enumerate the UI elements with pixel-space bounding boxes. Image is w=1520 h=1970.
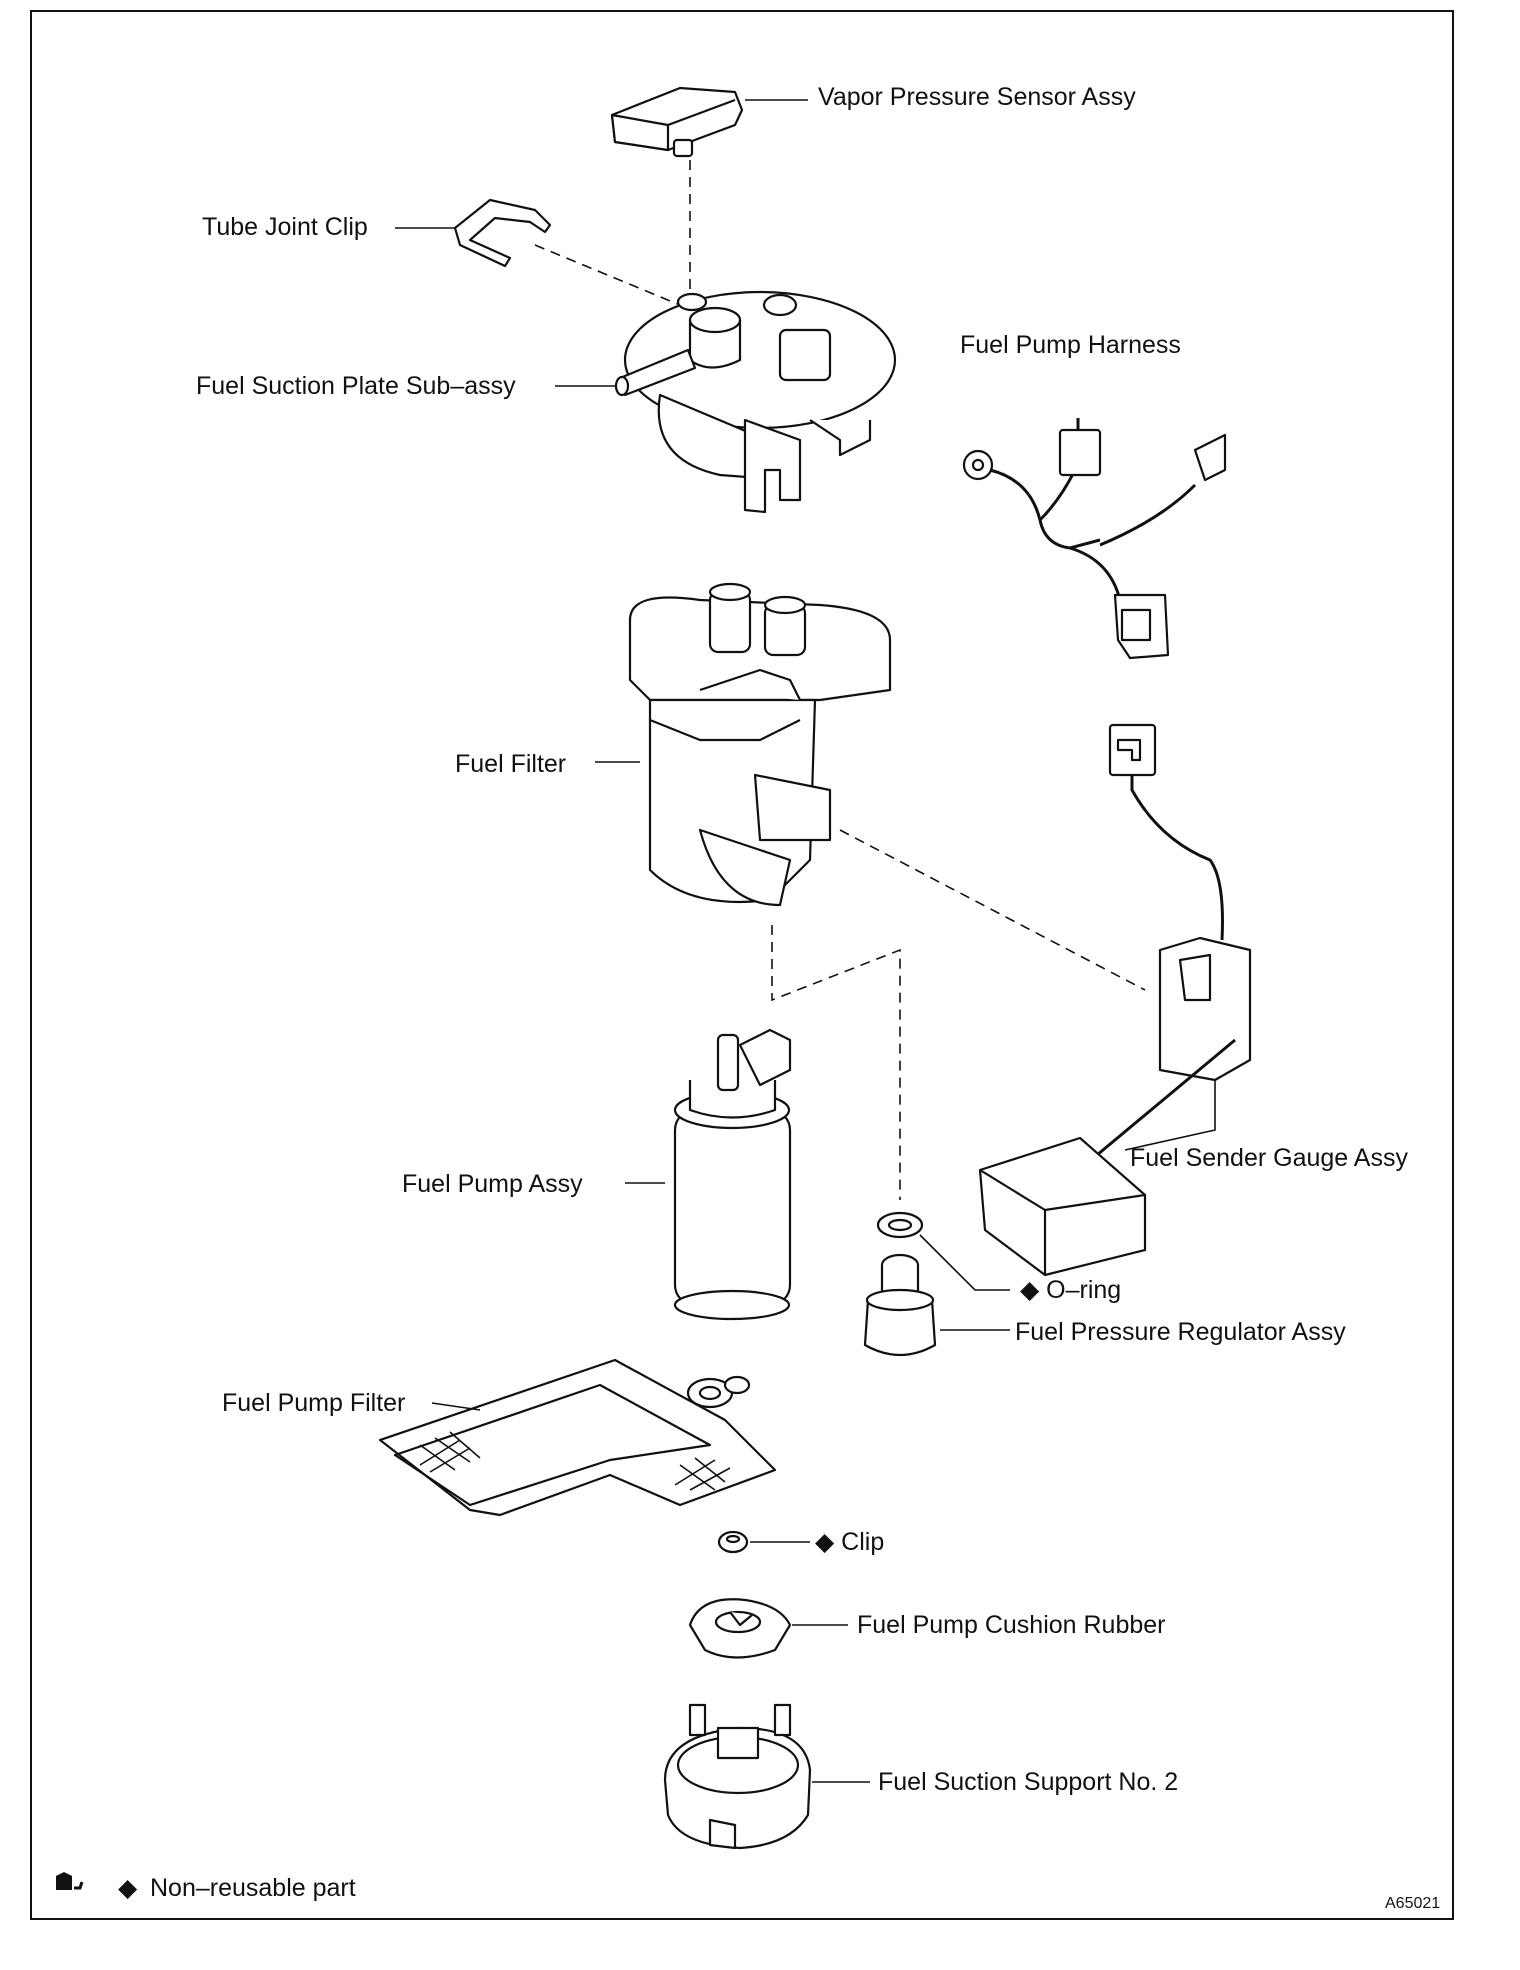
fuel-pressure-regulator-part (863, 1253, 937, 1356)
vapor-pressure-sensor-part (610, 86, 744, 158)
label-vapor-pressure-sensor: Vapor Pressure Sensor Assy (818, 83, 1136, 111)
label-fuel-sender-gauge: Fuel Sender Gauge Assy (1130, 1144, 1408, 1172)
label-fuel-pressure-regulator: Fuel Pressure Regulator Assy (1015, 1318, 1346, 1346)
fuel-pump-assy-part (673, 1028, 792, 1321)
dashed-link-filter-sender (839, 829, 1146, 991)
fuel-pump-harness-part (962, 418, 1227, 660)
leader-pump-filter (431, 1402, 481, 1411)
label-fuel-filter: Fuel Filter (455, 750, 567, 778)
legend-text: Non–reusable part (150, 1874, 356, 1902)
tube-joint-clip-part (453, 198, 552, 268)
label-fuel-pump-cushion-rubber: Fuel Pump Cushion Rubber (857, 1611, 1166, 1639)
clip-part (717, 1530, 749, 1554)
label-clip: ◆ Clip (815, 1528, 885, 1556)
fuel-filter-part (628, 582, 892, 907)
label-fuel-pump-harness: Fuel Pump Harness (960, 331, 1181, 359)
fuel-pump-cushion-rubber-part (688, 1598, 792, 1659)
o-ring-part (876, 1211, 924, 1239)
leader-sender-gauge (1124, 1080, 1216, 1151)
figure-code: A65021 (1385, 1895, 1441, 1912)
label-o-ring: ◆ O–ring (1020, 1276, 1122, 1304)
label-fuel-suction-plate: Fuel Suction Plate Sub–assy (196, 372, 516, 400)
dashed-link-filter-pump (771, 925, 901, 1200)
leader-o-ring (919, 1234, 1010, 1291)
diagram-frame (30, 10, 1454, 1920)
label-fuel-pump-filter: Fuel Pump Filter (222, 1389, 406, 1417)
fuel-suction-plate-part (614, 290, 897, 514)
label-fuel-suction-support: Fuel Suction Support No. 2 (878, 1768, 1179, 1796)
book-note-icon (56, 1872, 84, 1890)
label-fuel-pump-assy: Fuel Pump Assy (402, 1170, 583, 1198)
fuel-sender-gauge-part (978, 723, 1252, 1277)
dashed-link-clip-plate (534, 244, 681, 306)
fuel-suction-support-part (663, 1703, 812, 1850)
fuel-pump-filter-part (378, 1358, 777, 1517)
legend-symbol: ◆ (118, 1874, 138, 1902)
label-tube-joint-clip: Tube Joint Clip (202, 213, 368, 241)
